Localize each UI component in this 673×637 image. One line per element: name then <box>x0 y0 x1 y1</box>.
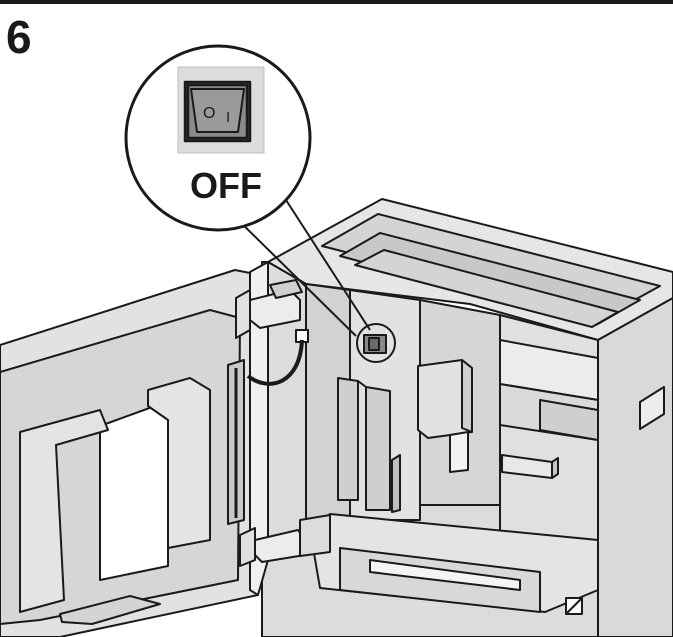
step-number: 6 <box>6 11 32 63</box>
switch-location-circle <box>356 323 396 363</box>
off-label: OFF <box>190 165 262 206</box>
switch-on-mark: I <box>226 109 230 126</box>
rocker-switch-icon: O I <box>183 80 252 143</box>
main-body <box>261 198 673 637</box>
switch-off-mark: O <box>203 105 215 122</box>
door-cable <box>246 339 304 386</box>
open-door <box>0 261 331 637</box>
top-rule <box>0 0 673 4</box>
callout-leader <box>231 199 371 337</box>
